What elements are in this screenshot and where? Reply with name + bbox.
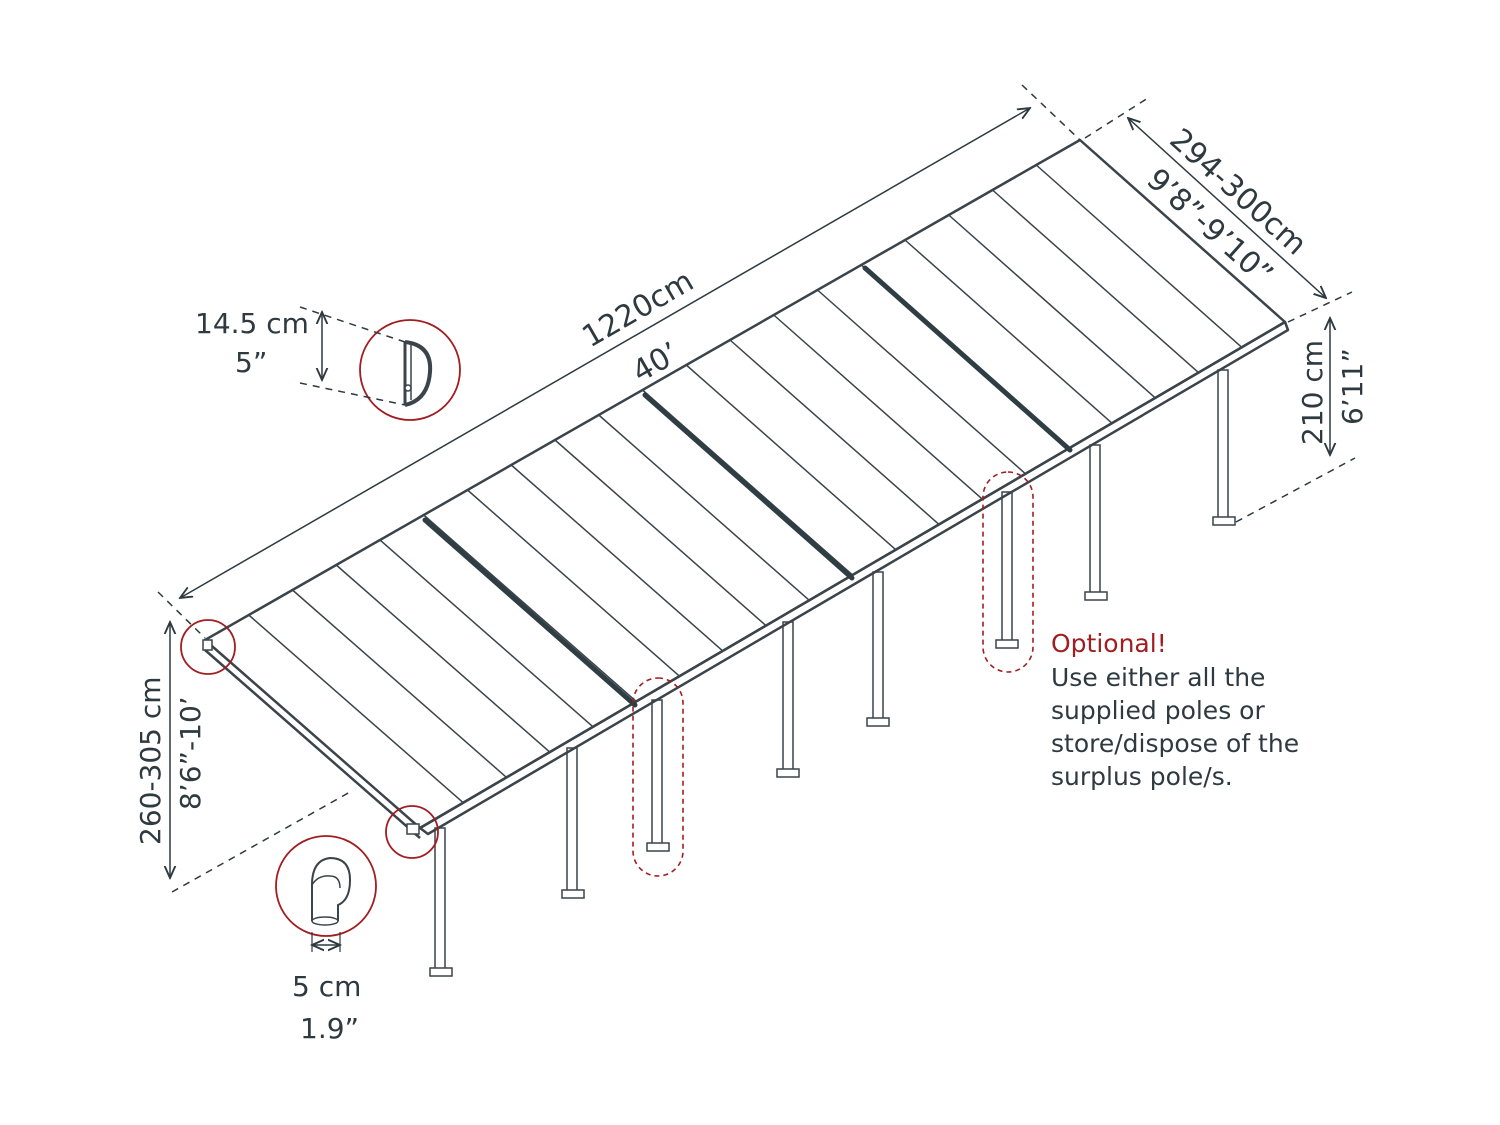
back-height-cm-label: 210 cm <box>1296 340 1329 445</box>
front-height-ft-label: 8’6”-10’ <box>174 696 207 810</box>
pole-detail-circle <box>275 835 377 937</box>
length-ft-label: 40’ <box>627 336 686 390</box>
corner-detail-circle <box>385 805 439 859</box>
pole <box>434 827 446 971</box>
pole-foot <box>646 842 670 852</box>
support-beam <box>642 392 855 581</box>
pole <box>1001 491 1013 643</box>
pole <box>651 699 663 846</box>
pole-foot <box>561 889 585 899</box>
pole <box>1089 444 1101 596</box>
note-title: Optional! <box>1051 629 1167 658</box>
roof-slat <box>598 414 810 601</box>
profile-cm-label: 14.5 cm <box>195 307 309 340</box>
pole-section-icon <box>311 856 352 921</box>
note-line: Use either all the <box>1051 663 1265 692</box>
width-dimension: 294-300cm 9’8”-9’10” <box>1084 97 1353 323</box>
roof-slat <box>335 564 551 753</box>
note-line: supplied poles or <box>1051 696 1265 725</box>
pole <box>1217 369 1229 521</box>
profile-section-icon <box>404 340 433 407</box>
note-line: surplus pole/s. <box>1051 762 1233 791</box>
pole-foot <box>866 717 890 727</box>
pole <box>872 571 884 723</box>
roof-slat <box>379 539 594 728</box>
profile-detail-circle <box>359 319 461 421</box>
pole <box>776 768 800 778</box>
pole-foot <box>995 639 1019 649</box>
pole-foot <box>1084 591 1108 601</box>
corner-detail-circle <box>180 619 236 675</box>
pole-foot <box>429 967 453 977</box>
back-height-dimension: 210 cm 6’11” <box>1235 318 1369 523</box>
optional-pole-highlight <box>982 471 1034 673</box>
support-beam <box>422 517 638 708</box>
note-line: store/dispose of the <box>1051 729 1299 758</box>
pole-foot <box>1212 516 1236 526</box>
optional-pole-highlight <box>632 677 684 877</box>
pole-in-label: 1.9” <box>300 1012 359 1045</box>
optional-note: Optional! Use either all the supplied po… <box>1051 629 1299 791</box>
pole-bracket-icon <box>406 823 420 835</box>
front-height-cm-label: 260-305 cm <box>134 676 167 845</box>
front-height-dimension: 260-305 cm 8’6”-10’ <box>134 622 351 893</box>
wall-profile <box>204 649 421 839</box>
profile-detail: 14.5 cm 5” <box>195 306 461 421</box>
wall-bracket-icon <box>202 639 213 651</box>
length-dimension: 1220cm 40’ <box>157 84 1081 639</box>
profile-in-label: 5” <box>235 346 267 379</box>
roof-slat <box>248 614 464 804</box>
back-height-ft-label: 6’11” <box>1336 348 1369 425</box>
pole <box>566 747 578 894</box>
pole-cm-label: 5 cm <box>292 970 361 1003</box>
roof-slat <box>554 439 767 627</box>
pole <box>782 621 794 773</box>
roof-slat <box>292 589 507 778</box>
roof-slat <box>423 514 637 703</box>
pole-detail: 5 cm 1.9” <box>275 835 377 1045</box>
